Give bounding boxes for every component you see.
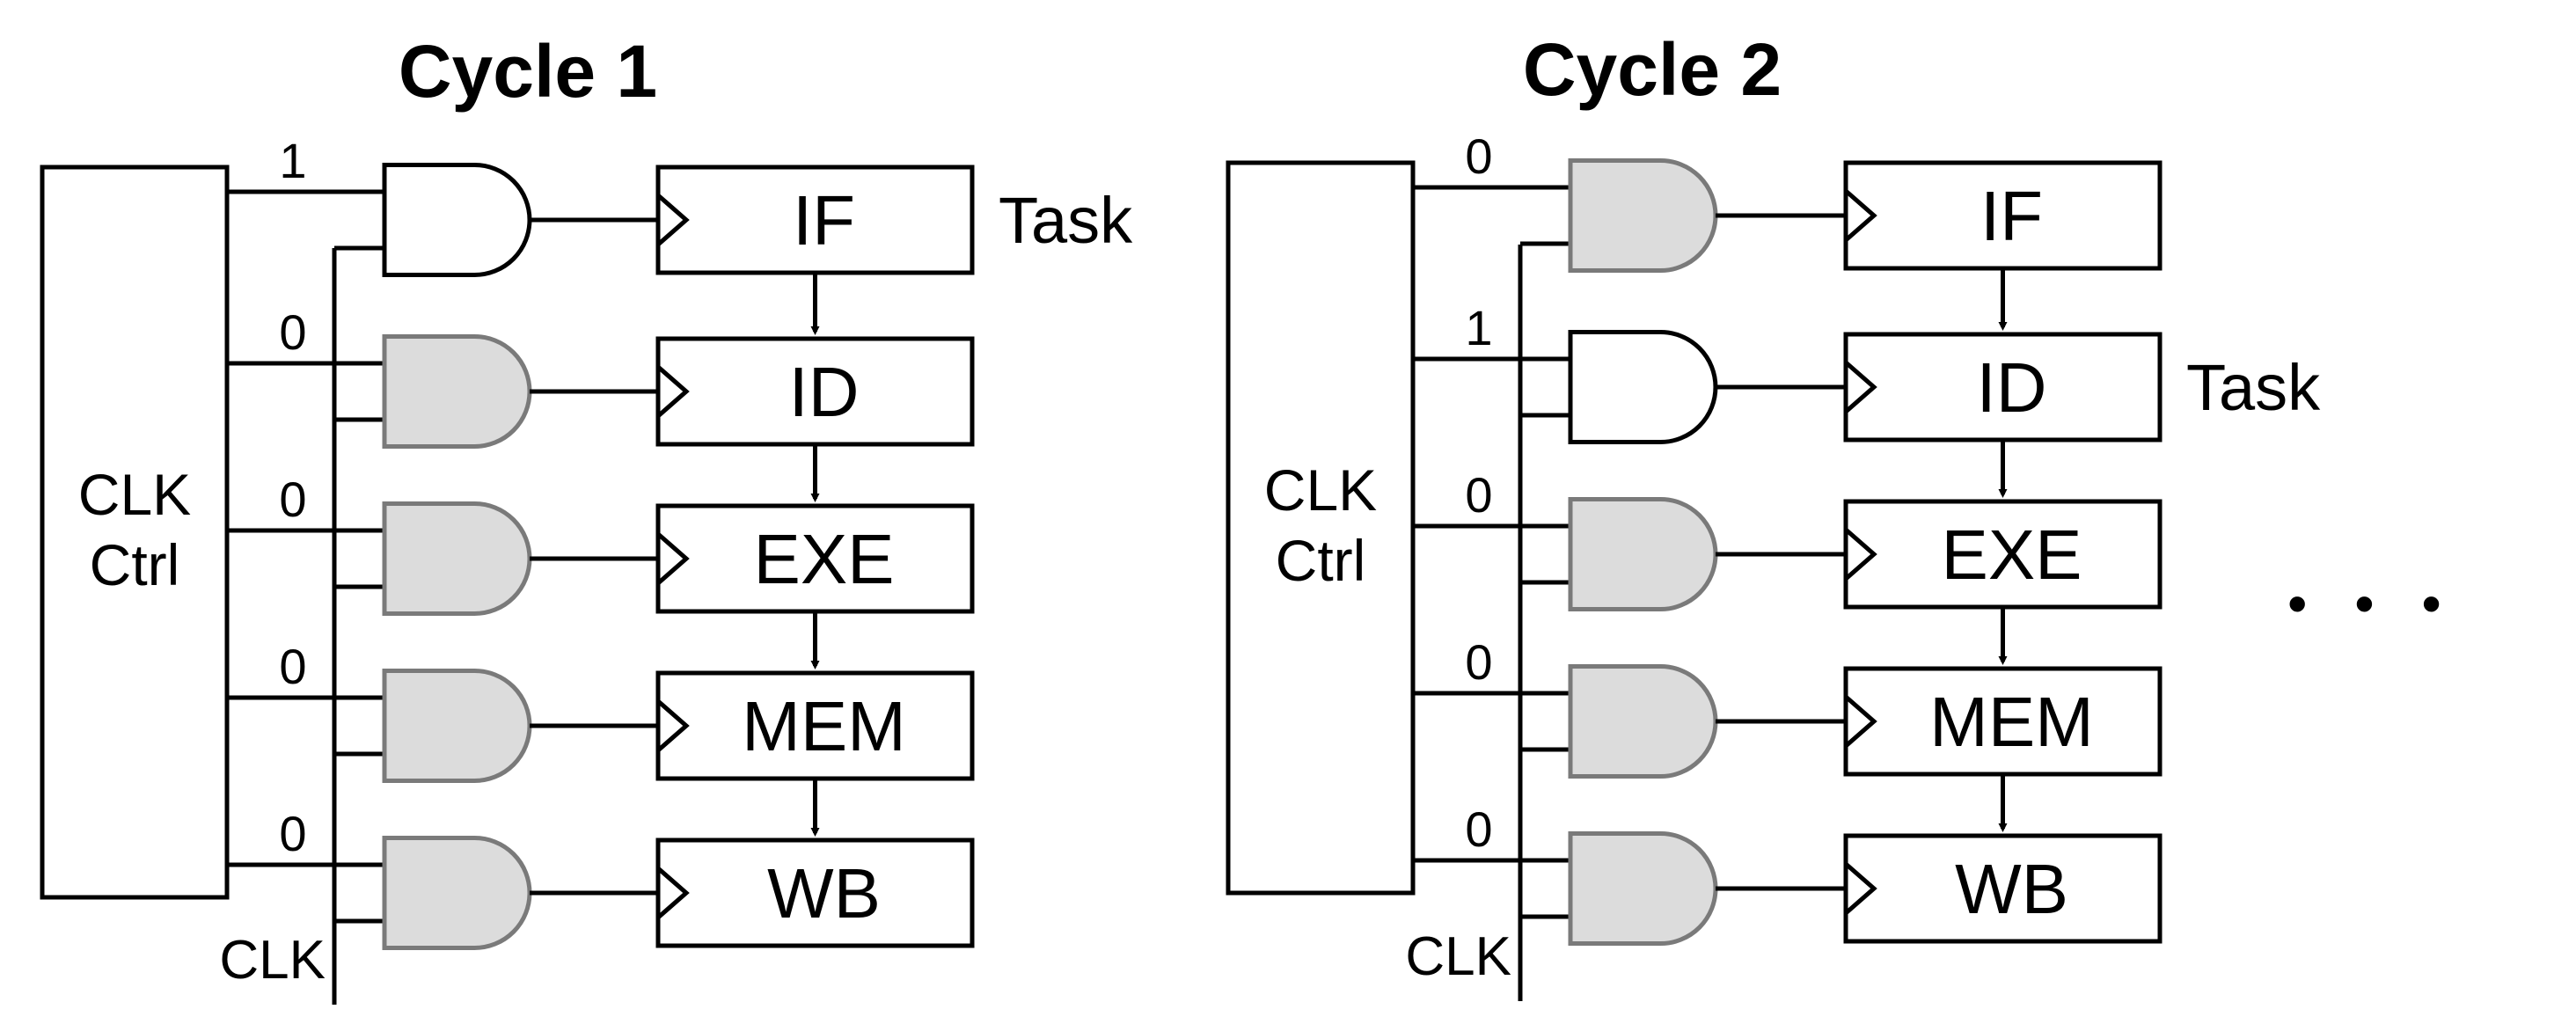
clk-bus-label: CLK (1405, 926, 1511, 987)
clock-edge-triangle-if (1844, 189, 1877, 242)
and-gate-id-active (1568, 330, 1718, 444)
panel-title: Cycle 2 (1523, 28, 1782, 111)
pipeline-register-wb (655, 837, 975, 948)
enable-value-if: 0 (1465, 128, 1492, 184)
enable-value-wb: 0 (1465, 801, 1492, 857)
clk-ctrl-box (1226, 160, 1416, 896)
clk-bus-label: CLK (219, 930, 326, 991)
and-gate-id-gated (382, 334, 532, 449)
and-gate-mem-gated (382, 669, 532, 783)
clock-edge-triangle-mem (656, 699, 690, 752)
task-label: Task (2186, 351, 2321, 424)
and-gate-wb-gated (382, 836, 532, 950)
stage-label-exe: EXE (1941, 516, 2082, 594)
pipeline-register-exe (655, 503, 975, 614)
and-gate-if-gated (1568, 158, 1718, 273)
and-gate-exe-gated (382, 501, 532, 616)
clock-edge-triangle-wb (656, 867, 690, 919)
enable-value-id: 0 (279, 304, 306, 360)
and-gate-if-active (382, 163, 532, 277)
stage-label-mem: MEM (1929, 683, 2094, 761)
clock-edge-triangle-exe (656, 532, 690, 585)
pipeline-register-mem (1843, 666, 2163, 777)
and-gate-wb-gated (1568, 831, 1718, 946)
pipeline-register-mem (655, 670, 975, 781)
enable-value-id: 1 (1465, 300, 1492, 355)
enable-value-wb: 0 (279, 806, 306, 861)
stage-label-mem: MEM (742, 687, 906, 765)
enable-value-mem: 0 (1465, 634, 1492, 690)
clock-edge-triangle-id (656, 365, 690, 418)
clk-ctrl-label-line2: Ctrl (1276, 528, 1366, 593)
panel-title: Cycle 1 (399, 30, 657, 113)
stage-label-id: ID (789, 353, 860, 431)
enable-value-exe: 0 (1465, 467, 1492, 523)
clk-ctrl-label-line2: Ctrl (90, 532, 180, 597)
and-gate-exe-gated (1568, 497, 1718, 611)
stage-label-if: IF (1980, 177, 2043, 255)
task-label: Task (999, 184, 1133, 257)
stage-label-wb: WB (767, 854, 881, 933)
clock-edge-triangle-mem (1844, 695, 1877, 748)
stage-label-exe: EXE (753, 520, 894, 598)
stage-label-wb: WB (1955, 850, 2068, 928)
and-gate-mem-gated (1568, 664, 1718, 779)
clk-ctrl-label-line1: CLK (78, 462, 191, 527)
clock-edge-triangle-wb (1844, 862, 1877, 915)
enable-value-exe: 0 (279, 472, 306, 527)
clock-edge-triangle-id (1844, 361, 1877, 413)
enable-value-mem: 0 (279, 639, 306, 694)
stage-label-if: IF (793, 181, 855, 260)
stage-label-id: ID (1977, 348, 2047, 427)
clk-ctrl-label-line1: CLK (1264, 457, 1377, 523)
clk-ctrl-box (40, 165, 230, 900)
ellipsis: • • • (2287, 572, 2457, 635)
pipeline-register-id (1843, 332, 2163, 443)
pipeline-register-if (1843, 160, 2163, 271)
clock-edge-triangle-if (656, 194, 690, 246)
pipeline-register-exe (1843, 499, 2163, 610)
pipeline-register-wb (1843, 833, 2163, 944)
enable-value-if: 1 (279, 133, 306, 188)
clock-edge-triangle-exe (1844, 528, 1877, 581)
